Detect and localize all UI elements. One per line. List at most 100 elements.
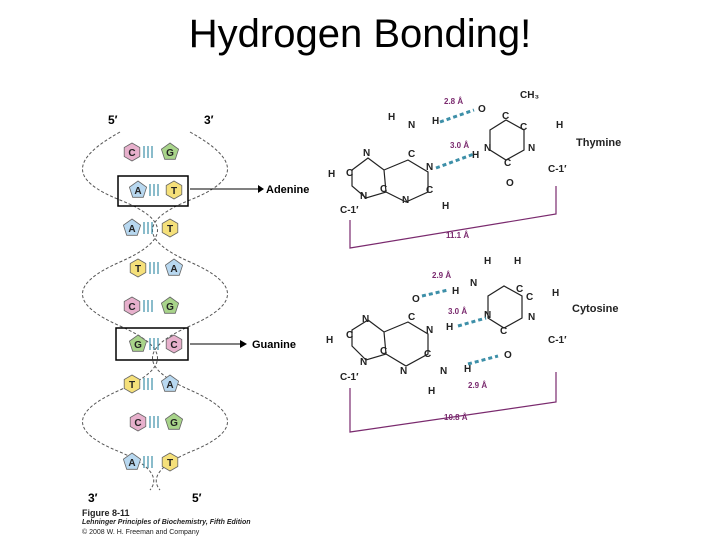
svg-text:C: C	[502, 111, 509, 122]
helix-top-left-label: 5′	[108, 113, 118, 127]
svg-text:C: C	[500, 326, 507, 337]
pair-7-right-base-shape	[160, 374, 180, 392]
pair-7-left-base-shape	[123, 374, 141, 394]
at-dist-total: 11.1 Å	[446, 231, 469, 240]
book-title: Lehninger Principles of Biochemistry, Fi…	[82, 519, 251, 526]
svg-text:O: O	[478, 104, 486, 115]
pair-5-left-base-letter: C	[128, 302, 135, 313]
pair-6-left-base-letter: G	[134, 340, 142, 351]
at-dist-top: 2.8 Å	[444, 97, 463, 106]
gc-dist-mid: 3.0 Å	[448, 307, 467, 316]
pair-5-right-base-letter: G	[166, 302, 174, 313]
svg-text:N: N	[426, 162, 433, 173]
svg-text:H: H	[446, 322, 453, 333]
guanine-rings	[351, 319, 429, 367]
gc-dist-bottom: 2.9 Å	[468, 381, 487, 390]
svg-text:N: N	[484, 310, 491, 321]
figure-caption: Figure 8-11 Lehninger Principles of Bioc…	[82, 508, 251, 538]
pair-7-left-base-letter: T	[129, 380, 135, 391]
slide-title: Hydrogen Bonding!	[188, 12, 532, 56]
helix-bottom-right-label: 5′	[192, 491, 202, 505]
figure-number: Figure 8-11	[82, 508, 130, 518]
svg-text:C: C	[426, 185, 433, 196]
svg-text:C: C	[408, 149, 415, 160]
svg-text:H: H	[514, 256, 521, 267]
svg-text:C: C	[380, 184, 387, 195]
gc-c1-right: C-1′	[548, 335, 567, 346]
svg-text:C: C	[346, 330, 353, 341]
pair-8-left-base-shape	[129, 412, 147, 432]
svg-text:H: H	[472, 150, 479, 161]
at-c1-right: C-1′	[548, 164, 567, 175]
at-dist-mid: 3.0 Å	[450, 141, 469, 150]
svg-text:H: H	[484, 256, 491, 267]
pair-9-right-base-shape	[161, 452, 179, 472]
pair-6-left-base-shape	[128, 334, 148, 352]
at-hbond-mid	[435, 152, 475, 170]
copyright: © 2008 W. H. Freeman and Company	[82, 529, 200, 536]
helix-bottom-left-label: 3′	[88, 491, 98, 505]
adenine-rings	[351, 157, 429, 203]
svg-text:C: C	[516, 284, 523, 295]
pair-5-right-base-shape	[160, 296, 180, 314]
svg-text:N: N	[360, 357, 367, 368]
pair-1-left-base-letter: C	[128, 148, 135, 159]
pair-3-right-base-shape	[161, 218, 179, 238]
cytosine-label: Cytosine	[572, 303, 618, 315]
pair-9-left-base-letter: A	[128, 458, 135, 469]
svg-text:N: N	[426, 325, 433, 336]
svg-text:N: N	[440, 366, 447, 377]
svg-text:C: C	[424, 349, 431, 360]
at-total-bracket	[349, 186, 557, 249]
pair-1-right-base-letter: G	[166, 148, 174, 159]
svg-text:C: C	[408, 312, 415, 323]
at-ch3: CH₃	[520, 90, 539, 101]
svg-text:O: O	[412, 294, 420, 305]
adenine-label: Adenine	[266, 184, 309, 196]
backbone-strand-left	[82, 131, 158, 491]
gc-hbond-mid	[457, 316, 487, 328]
adenine-highlight-box	[117, 175, 189, 207]
svg-text:H: H	[388, 112, 395, 123]
pair-8-left-base-letter: C	[134, 418, 141, 429]
svg-text:C: C	[504, 158, 511, 169]
at-c1-left: C-1′	[340, 205, 359, 216]
gc-c1-left: C-1′	[340, 372, 359, 383]
pair-2-right-base-shape	[165, 180, 183, 200]
pair-5-left-base-shape	[123, 296, 141, 316]
guanine-label: Guanine	[252, 339, 296, 351]
pair-3-left-base-letter: A	[128, 224, 135, 235]
backbone-strand-right	[152, 131, 228, 491]
pair-2-right-base-letter: T	[171, 186, 177, 197]
pair-3-left-base-shape	[122, 218, 142, 236]
svg-text:N: N	[362, 314, 369, 325]
adenine-arrowhead	[258, 185, 264, 193]
pair-3-right-base-letter: T	[167, 224, 173, 235]
pair-2-left-base-shape	[128, 180, 148, 198]
svg-text:C: C	[346, 168, 353, 179]
svg-text:N: N	[408, 120, 415, 131]
svg-text:C: C	[526, 292, 533, 303]
pair-6-right-base-letter: C	[170, 340, 177, 351]
svg-text:N: N	[528, 143, 535, 154]
svg-text:H: H	[552, 288, 559, 299]
pair-8-right-base-shape	[164, 412, 184, 430]
svg-text:N: N	[528, 312, 535, 323]
svg-text:N: N	[360, 191, 367, 202]
pair-4-right-base-shape	[164, 258, 184, 276]
svg-text:H: H	[432, 116, 439, 127]
svg-text:N: N	[484, 143, 491, 154]
gc-dist-total: 10.8 Å	[444, 413, 468, 422]
guanine-highlight-box	[115, 327, 189, 361]
svg-text:N: N	[402, 195, 409, 206]
gc-total-bracket	[349, 372, 557, 433]
thymine-ring	[489, 119, 525, 161]
pair-9-left-base-shape	[122, 452, 142, 470]
svg-text:O: O	[504, 350, 512, 361]
guanine-arrowhead	[240, 340, 247, 348]
cytosine-ring	[487, 285, 523, 329]
